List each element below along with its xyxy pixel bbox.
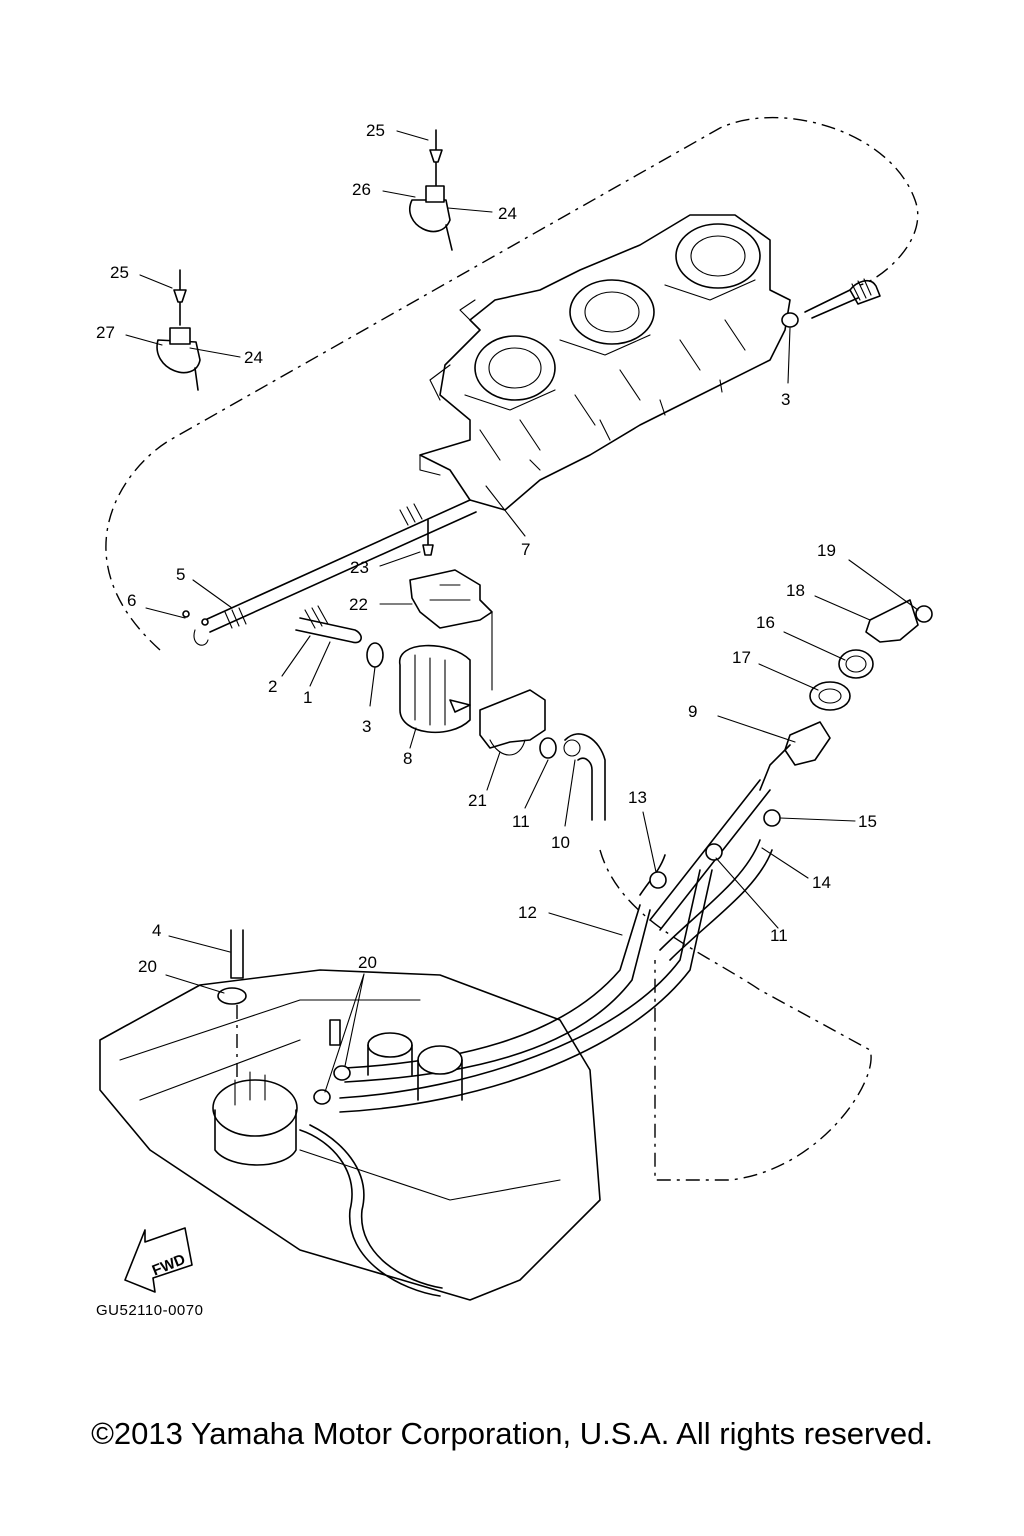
callout-27: 12 xyxy=(518,903,537,922)
callout-22: 11 xyxy=(512,812,530,831)
callout-19: 9 xyxy=(688,702,697,721)
cable-rod-1-2 xyxy=(204,499,477,644)
callout-18: 3 xyxy=(362,717,371,736)
leader-lines xyxy=(125,130,919,1093)
cable-end-3-top xyxy=(781,278,881,328)
callout-0: 25 xyxy=(366,121,385,140)
callout-14: 16 xyxy=(756,613,775,632)
callout-3: 25 xyxy=(110,263,129,282)
bracket-22-23 xyxy=(409,519,493,691)
callout-20: 8 xyxy=(403,749,412,768)
copyright-notice: ©2013 Yamaha Motor Corporation, U.S.A. A… xyxy=(91,1416,933,1451)
callout-29: 4 xyxy=(152,921,161,940)
callout-5: 24 xyxy=(244,348,263,367)
callout-28: 11 xyxy=(770,926,788,945)
callout-8: 23 xyxy=(350,558,369,577)
callout-4: 27 xyxy=(96,323,115,342)
callout-31: 20 xyxy=(358,953,377,972)
callout-25: 15 xyxy=(858,812,877,831)
callout-11: 6 xyxy=(127,591,136,610)
drawing-code: GU52110-0070 xyxy=(96,1302,204,1319)
callout-21: 21 xyxy=(468,791,487,810)
callout-17: 1 xyxy=(303,688,312,707)
cable-guide-5-6 xyxy=(182,610,209,646)
callout-labels: 25 26 24 25 27 24 3 7 23 19 5 6 22 18 16… xyxy=(96,121,877,976)
callout-2: 24 xyxy=(498,204,517,223)
callout-7: 7 xyxy=(521,540,530,559)
carburetor-assembly xyxy=(419,214,791,511)
throttle-cable-route xyxy=(105,116,919,651)
callout-24: 13 xyxy=(628,788,647,807)
hose-10-11 xyxy=(539,733,606,821)
fuel-gauge-9-16-19 xyxy=(759,599,933,791)
callout-1: 26 xyxy=(352,180,371,199)
callout-6: 3 xyxy=(781,390,790,409)
fuel-hoses-12-14 xyxy=(339,779,781,1113)
forward-arrow-icon: FWD xyxy=(124,1227,193,1293)
callout-13: 18 xyxy=(786,581,805,600)
fuel-filter-8 xyxy=(366,642,471,734)
fuel-tank xyxy=(99,969,601,1301)
cable-4 xyxy=(217,929,247,1085)
callout-30: 20 xyxy=(138,957,157,976)
callout-16: 2 xyxy=(268,677,277,696)
callout-12: 22 xyxy=(349,595,368,614)
callout-10: 5 xyxy=(176,565,185,584)
callout-15: 17 xyxy=(732,648,751,667)
clip-25-left xyxy=(156,269,201,391)
filter-holder-21 xyxy=(479,689,546,756)
callout-26: 14 xyxy=(812,873,831,892)
callout-9: 19 xyxy=(817,541,836,560)
clip-25-top xyxy=(409,129,453,251)
callout-23: 10 xyxy=(551,833,570,852)
